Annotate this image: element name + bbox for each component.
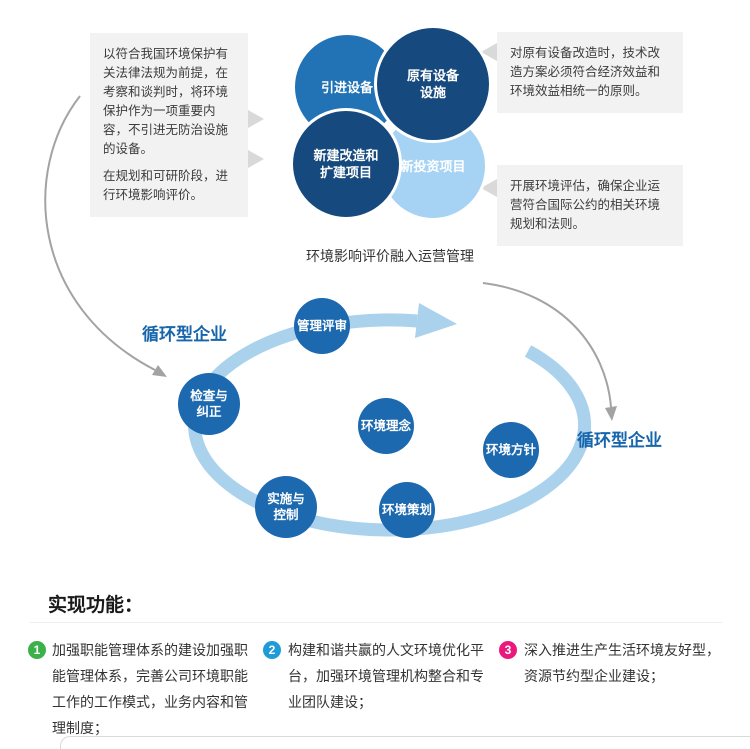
function-item-1: 加强职能管理体系的建设加强职能管理体系，完善公司环境职能工作的工作模式，业务内容… bbox=[52, 642, 248, 736]
callout-arrow-right-icon bbox=[248, 110, 264, 128]
cycle-node-management-review: 管理评审 bbox=[294, 298, 350, 354]
left-curved-arrow-icon bbox=[44, 95, 156, 371]
callout-top-right: 对原有设备改造时，技术改造方案必须符合经济效益和环境效益相统一的原则。 bbox=[497, 32, 683, 113]
right-curved-arrow-icon bbox=[482, 282, 612, 408]
venn-caption: 环境影响评价融入运营管理 bbox=[306, 248, 474, 264]
callout-arrow-right-icon bbox=[248, 150, 264, 168]
cycle-label-left: 循环型企业 bbox=[142, 325, 227, 344]
left-curved-arrowhead-icon bbox=[152, 365, 167, 377]
functions-heading: 实现功能： bbox=[48, 595, 144, 616]
venn-circle-renovation-projects: 新建改造和 扩建项目 bbox=[290, 108, 402, 220]
venn-circle-existing-facilities: 原有设备 设施 bbox=[374, 25, 492, 143]
cycle-label-right: 循环型企业 bbox=[577, 431, 662, 450]
cycle-node-check-correct: 检查与 纠正 bbox=[178, 373, 240, 435]
function-badge-2: 2 bbox=[263, 641, 281, 659]
function-item-3: 深入推进生产生活环境友好型，资源节约型企业建设； bbox=[524, 642, 720, 684]
cycle-node-implement-control: 实施与 控制 bbox=[255, 476, 317, 538]
function-item-2: 构建和谐共赢的人文环境优化平台，加强环境管理机构整合和专业团队建设； bbox=[288, 642, 484, 710]
cycle-node-env-concept: 环境理念 bbox=[358, 398, 414, 454]
function-badge-1: 1 bbox=[28, 641, 46, 659]
callout-bottom-right: 开展环境评估，确保企业运营符合国际公约的相关环境规划和法则。 bbox=[497, 165, 683, 246]
function-badge-3: 3 bbox=[499, 641, 517, 659]
cycle-node-env-planning: 环境策划 bbox=[379, 482, 435, 538]
cycle-node-env-policy: 环境方针 bbox=[483, 422, 539, 478]
right-curved-arrowhead-icon bbox=[605, 406, 617, 421]
cycle-arrowhead-icon bbox=[415, 303, 457, 338]
callout-bottom-left: 在规划和可研阶段，进行环境影响评价。 bbox=[90, 155, 248, 217]
callout-top-left: 以符合我国环境保护有关法律法规为前提，在考察和谈判时，将环境保护作为一项重要内容… bbox=[90, 33, 248, 171]
next-section-box-edge bbox=[60, 736, 750, 749]
divider bbox=[30, 622, 722, 623]
